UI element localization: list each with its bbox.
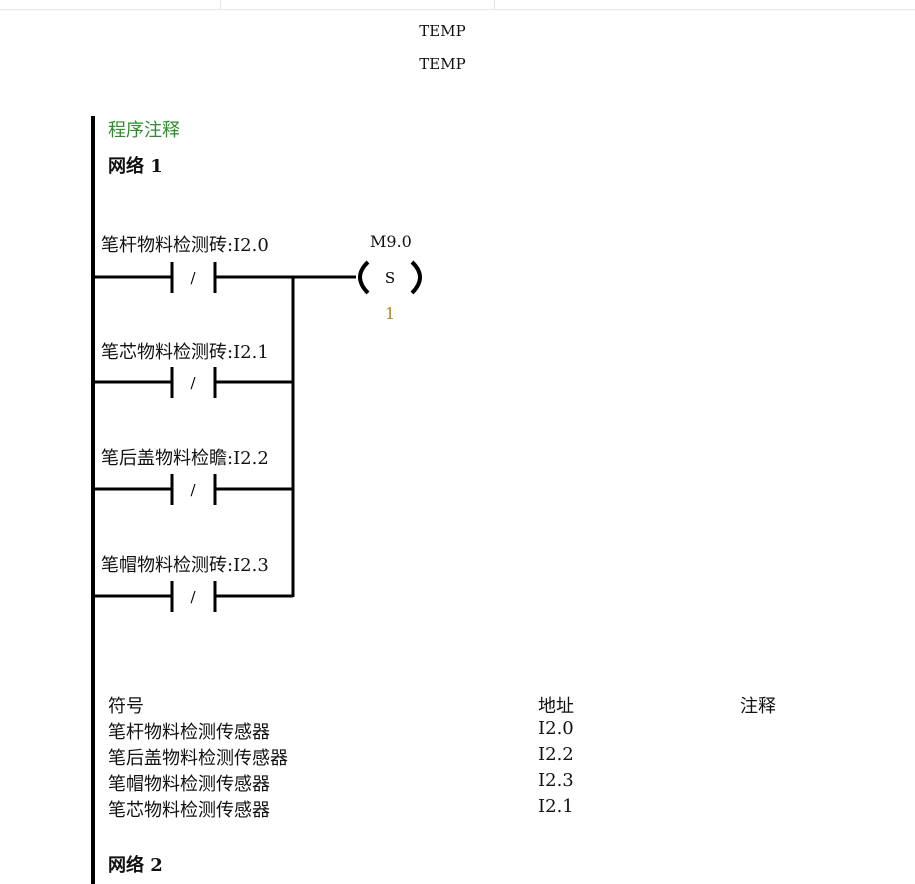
contact-3[interactable]: /	[95, 474, 293, 505]
contact-4[interactable]: /	[95, 581, 293, 612]
top-toolbar-strip	[0, 0, 915, 10]
row-address: I2.2	[538, 744, 574, 765]
row-symbol: 笔杆物料检测传感器	[108, 722, 270, 743]
network-1-title[interactable]: 网络 1	[108, 156, 163, 177]
coil-address: M9.0	[370, 232, 412, 251]
program-comment[interactable]: 程序注释	[108, 120, 180, 141]
contact-label-4: 笔帽物料检测砖:I2.3	[101, 555, 269, 576]
set-coil[interactable]: S	[358, 260, 422, 295]
contact-label-3: 笔后盖物料检瞻:I2.2	[101, 448, 269, 469]
contact-1[interactable]: /	[95, 262, 293, 293]
coil-parameter: 1	[385, 304, 396, 323]
contact-label-2: 笔芯物料检测砖:I2.1	[101, 342, 269, 363]
toolbar-divider	[220, 0, 221, 9]
col-address-header: 地址	[538, 696, 574, 717]
row-address: I2.3	[538, 770, 574, 791]
nc-slash: /	[190, 269, 196, 287]
coil-instruction: S	[385, 269, 395, 287]
row-symbol: 笔帽物料检测传感器	[108, 774, 270, 795]
row-address: I2.0	[538, 718, 574, 739]
left-power-rail	[91, 116, 95, 884]
col-comment-header: 注释	[740, 696, 776, 717]
nc-slash: /	[190, 588, 196, 606]
toolbar-divider	[494, 0, 495, 9]
nc-slash: /	[190, 481, 196, 499]
col-symbol-header: 符号	[108, 696, 144, 717]
header-line-1: TEMP	[419, 22, 466, 40]
network-2-title[interactable]: 网络 2	[108, 855, 163, 876]
nc-slash: /	[190, 374, 196, 392]
row-symbol: 笔后盖物料检测传感器	[108, 748, 288, 769]
header-line-2: TEMP	[419, 55, 466, 73]
contact-label-1: 笔杆物料检测砖:I2.0	[101, 235, 269, 256]
row-symbol: 笔芯物料检测传感器	[108, 800, 270, 821]
contact-2[interactable]: /	[95, 367, 293, 398]
row-address: I2.1	[538, 796, 574, 817]
